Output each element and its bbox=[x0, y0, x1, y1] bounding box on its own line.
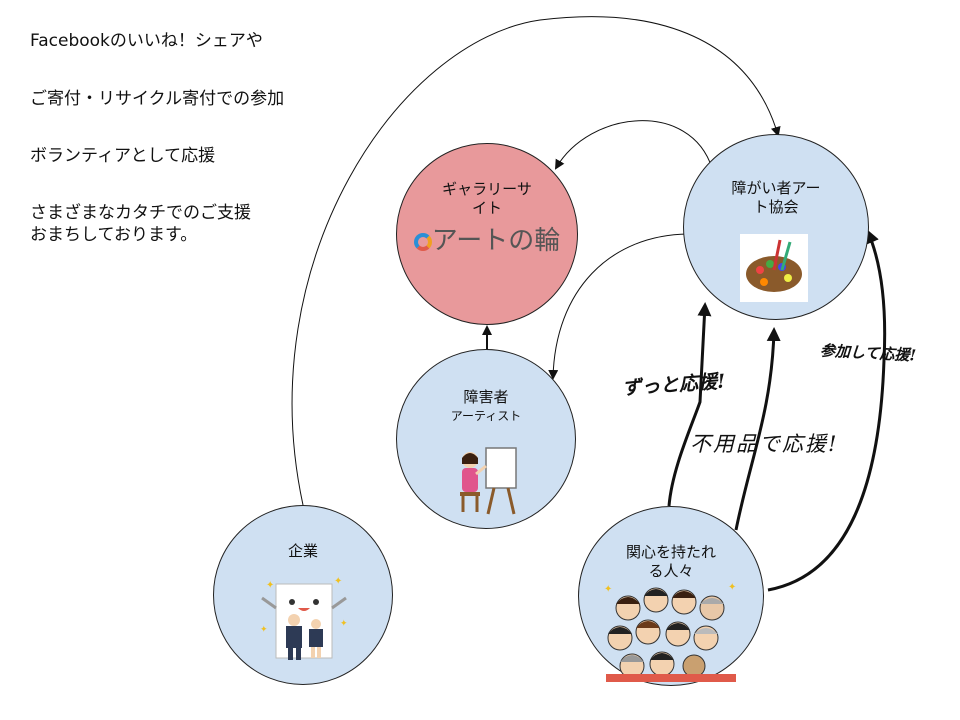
svg-text:✦: ✦ bbox=[728, 582, 736, 593]
gallery-title: ギャラリーサ イト bbox=[442, 180, 532, 217]
note-volunteer: ボランティアとして応援 bbox=[30, 146, 216, 166]
art-ring-logo: アートの輪 bbox=[397, 220, 577, 257]
arrow-company-to-association bbox=[291, 16, 781, 506]
company-title: 企業 bbox=[287, 542, 318, 560]
palette-icon bbox=[740, 234, 808, 302]
art-association-node: 障がい者アー ト協会 bbox=[683, 134, 869, 320]
svg-text:✦: ✦ bbox=[266, 580, 274, 591]
note-donation: ご寄付・リサイクル寄付での参加 bbox=[30, 89, 285, 109]
ring-icon bbox=[413, 232, 432, 251]
painter-illustration bbox=[460, 447, 517, 515]
arrow-unused-support bbox=[734, 327, 781, 531]
svg-text:✦: ✦ bbox=[340, 619, 348, 629]
artist-subtitle: アーティスト bbox=[450, 409, 522, 423]
svg-text:✦: ✦ bbox=[334, 576, 342, 587]
arrow-always-support bbox=[667, 302, 712, 507]
svg-text:✦: ✦ bbox=[604, 584, 612, 595]
note-support: さまざまなカタチでのご支援 おまちしております。 bbox=[30, 203, 251, 245]
note-facebook: Facebookのいいね！シェアや bbox=[30, 31, 263, 51]
arrow-association-to-artist bbox=[548, 233, 689, 380]
association-title: 障がい者アー ト協会 bbox=[731, 179, 821, 216]
people-title: 関心を持たれ る人々 bbox=[625, 543, 716, 580]
logo-text: アートの輪 bbox=[431, 226, 561, 256]
arrow-association-to-gallery bbox=[554, 120, 713, 170]
disabled-artist-node: 障害者 アーティスト bbox=[396, 349, 576, 529]
company-illustration: ✦ ✦ ✦ ✦ bbox=[260, 576, 348, 660]
label-unused-support: 不用品で応援! bbox=[690, 432, 839, 456]
interested-people-node: 関心を持たれ る人々 bbox=[578, 506, 764, 686]
crowd-illustration: ✦ ✦ bbox=[604, 582, 736, 682]
svg-text:✦: ✦ bbox=[260, 625, 268, 635]
artist-title: 障害者 bbox=[463, 388, 509, 406]
gallery-site-node: ギャラリーサ イト アートの輪 bbox=[396, 143, 578, 325]
arrow-join-support bbox=[767, 229, 887, 592]
